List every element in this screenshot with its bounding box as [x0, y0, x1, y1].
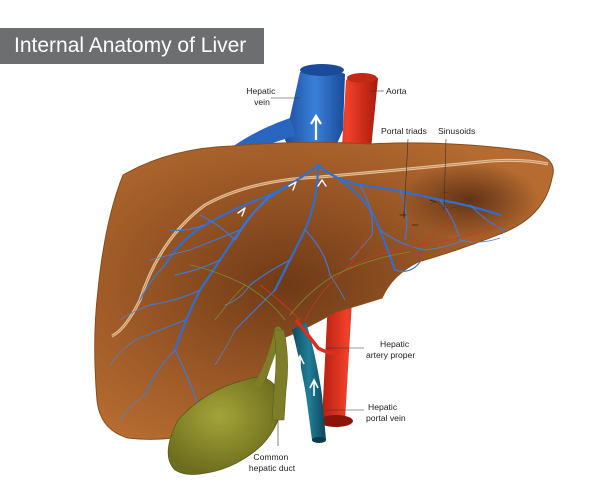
label-common-hepatic-duct: Common hepatic duct — [249, 452, 296, 473]
title-banner: Internal Anatomy of Liver — [0, 28, 264, 64]
diagram-title: Internal Anatomy of Liver — [14, 34, 247, 57]
arrow-icon — [317, 179, 327, 187]
arrow-icon — [309, 378, 319, 396]
arrow-icon — [237, 207, 246, 217]
arrow-icon — [288, 181, 297, 191]
common-hepatic-duct — [271, 329, 288, 421]
label-hepatic-vein: Hepatic vein — [246, 86, 278, 107]
intrahepatic-vessels — [109, 163, 506, 426]
hepatic-artery-proper — [294, 318, 341, 355]
labels: Hepatic vein Aorta Portal triads Sinusoi… — [246, 86, 475, 473]
label-aorta: Aorta — [386, 86, 407, 96]
leader-lines — [271, 90, 447, 446]
label-hepatic-artery-proper: Hepatic artery proper — [366, 339, 415, 360]
arrow-icon — [295, 354, 305, 372]
arrow-icon — [310, 113, 322, 140]
label-hepatic-portal-vein: Hepatic portal vein — [366, 402, 406, 423]
label-portal-triads: Portal triads — [381, 126, 427, 136]
label-sinusoids: Sinusoids — [438, 126, 475, 136]
hepatic-portal-vein — [292, 322, 326, 443]
